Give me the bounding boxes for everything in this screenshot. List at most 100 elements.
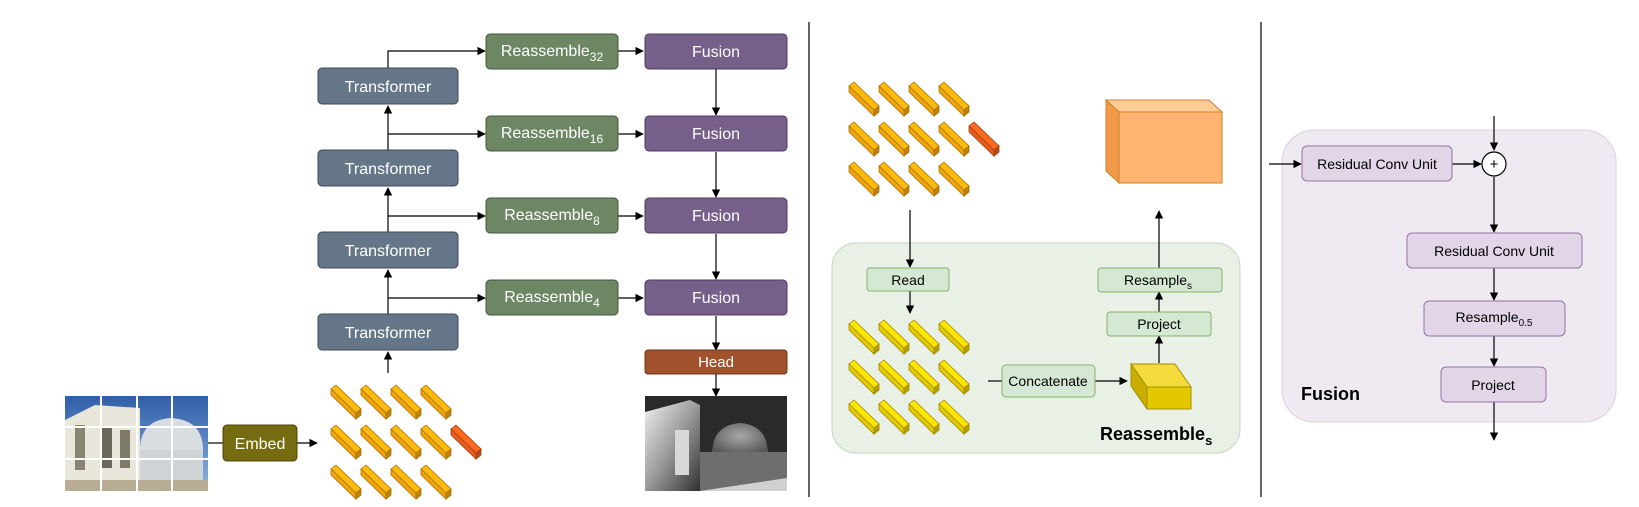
token-stick <box>848 359 880 395</box>
token-stick <box>330 464 362 500</box>
concatenate-box[interactable]: Concatenate <box>1001 364 1096 398</box>
input-image <box>65 396 208 491</box>
token-stick <box>330 424 362 460</box>
project-box[interactable]: Project <box>1106 311 1212 337</box>
concatenated-feature-cube <box>1130 362 1192 411</box>
token-stick <box>908 359 940 395</box>
svg-text:Reassemble32: Reassemble32 <box>501 43 604 64</box>
architecture-overview: Embed Transformer Transformer Transforme… <box>65 33 788 500</box>
token-stick <box>938 81 970 117</box>
fusion-label: Fusion <box>692 208 740 225</box>
embedded-tokens <box>330 384 482 500</box>
token-stick <box>938 359 970 395</box>
embed-box[interactable]: Embed <box>222 424 298 462</box>
token-stick <box>848 161 880 197</box>
token-stick <box>878 81 910 117</box>
plus-icon: + <box>1490 156 1499 173</box>
token-stick <box>450 424 482 460</box>
svg-text:Reassemble8: Reassemble8 <box>504 207 600 228</box>
token-stick <box>360 384 392 420</box>
token-stick <box>908 161 940 197</box>
token-stick <box>968 121 1000 157</box>
transformer-label: Transformer <box>345 79 432 96</box>
fusion-box[interactable]: Fusion <box>644 115 788 152</box>
reassemble-8-box[interactable]: Reassemble8 <box>485 197 619 234</box>
token-stick <box>420 424 452 460</box>
reassemble-label: Reassemble <box>501 43 590 60</box>
add-node: + <box>1481 151 1507 177</box>
token-stick <box>878 359 910 395</box>
output-depth-image <box>645 396 787 491</box>
project-box[interactable]: Project <box>1440 366 1547 403</box>
token-stick <box>878 161 910 197</box>
reassemble-4-box[interactable]: Reassemble4 <box>485 279 619 316</box>
reassemble-detail: Read Concatenate Project Resamples Reass… <box>831 81 1241 454</box>
residual-conv-unit-label: Residual Conv Unit <box>1434 243 1554 259</box>
resample-0.5-box[interactable]: Resample0.5 <box>1423 300 1566 337</box>
read-label: Read <box>891 272 924 288</box>
transformer-label: Transformer <box>345 243 432 260</box>
token-stick <box>938 121 970 157</box>
token-stick <box>390 424 422 460</box>
transformer-box[interactable]: Transformer <box>317 231 459 269</box>
fusion-box[interactable]: Fusion <box>644 279 788 316</box>
project-label: Project <box>1137 316 1181 332</box>
residual-conv-unit-label: Residual Conv Unit <box>1317 156 1437 172</box>
transformer-box[interactable]: Transformer <box>317 313 459 351</box>
token-stick <box>878 319 910 355</box>
transformer-box[interactable]: Transformer <box>317 67 459 105</box>
token-stick <box>908 319 940 355</box>
read-tokens <box>848 319 970 435</box>
transformer-label: Transformer <box>345 325 432 342</box>
reassemble-subscript: 8 <box>593 214 600 228</box>
token-stick <box>420 464 452 500</box>
head-box[interactable]: Head <box>644 349 788 375</box>
token-stick <box>938 161 970 197</box>
token-stick <box>848 121 880 157</box>
fusion-panel <box>1281 129 1617 423</box>
token-stick <box>390 384 422 420</box>
project-label: Project <box>1471 377 1515 393</box>
fusion-label: Fusion <box>692 44 740 61</box>
token-stick <box>878 399 910 435</box>
concatenate-label: Concatenate <box>1008 373 1088 389</box>
reassemble-subscript: 32 <box>590 50 604 64</box>
token-stick <box>848 319 880 355</box>
reassemble-32-box[interactable]: Reassemble32 <box>485 33 619 70</box>
reassemble-panel-title: Reassembles <box>1100 424 1212 448</box>
fusion-box[interactable]: Fusion <box>644 197 788 234</box>
resample-label: Resample <box>1124 272 1187 288</box>
transformer-box[interactable]: Transformer <box>317 149 459 187</box>
token-stick <box>908 81 940 117</box>
reassemble-subscript: 4 <box>593 296 600 310</box>
embed-label: Embed <box>235 436 286 453</box>
fusion-panel-title: Fusion <box>1301 384 1360 404</box>
residual-conv-unit-box[interactable]: Residual Conv Unit <box>1301 145 1453 182</box>
token-stick <box>848 399 880 435</box>
resample-subscript: 0.5 <box>1519 318 1533 329</box>
reassemble-label: Reassemble <box>504 207 593 224</box>
input-tokens <box>848 81 1000 197</box>
output-feature-cube <box>1104 98 1224 185</box>
reassemble-16-box[interactable]: Reassemble16 <box>485 115 619 152</box>
token-stick <box>938 319 970 355</box>
token-stick <box>390 464 422 500</box>
read-box[interactable]: Read <box>866 267 950 292</box>
head-label: Head <box>698 354 734 371</box>
fusion-label: Fusion <box>692 126 740 143</box>
token-stick <box>848 81 880 117</box>
svg-text:Reassemble4: Reassemble4 <box>504 289 600 310</box>
residual-conv-unit-box[interactable]: Residual Conv Unit <box>1406 232 1583 269</box>
svg-text:Resample0.5: Resample0.5 <box>1456 309 1533 329</box>
token-stick <box>330 384 362 420</box>
fusion-label: Fusion <box>692 290 740 307</box>
svg-text:Resamples: Resamples <box>1124 272 1192 292</box>
fusion-detail: + Residual Conv Unit Residual Conv Unit … <box>1269 116 1617 441</box>
token-stick <box>360 464 392 500</box>
reassemble-panel <box>831 242 1241 454</box>
resample-s-box[interactable]: Resamples <box>1097 267 1223 293</box>
fusion-box[interactable]: Fusion <box>644 33 788 70</box>
transformer-label: Transformer <box>345 161 432 178</box>
reassemble-label: Reassemble <box>501 125 590 142</box>
